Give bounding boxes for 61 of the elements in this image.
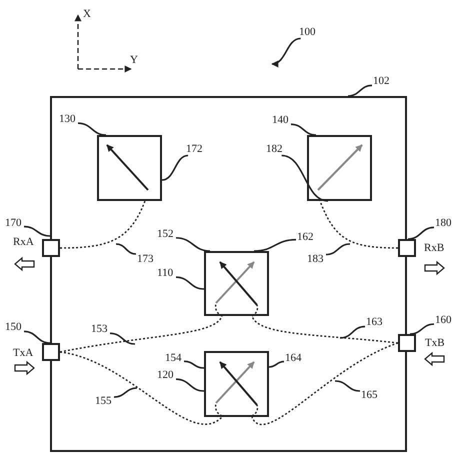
waveguide-line xyxy=(60,316,223,353)
waveguide-line xyxy=(60,351,222,425)
axis-label: Y xyxy=(130,55,138,66)
callout-number: 170 xyxy=(5,218,23,228)
component-box xyxy=(307,135,372,201)
leader-line xyxy=(254,238,296,252)
waveguide-line xyxy=(319,200,398,249)
leader-line xyxy=(410,323,434,335)
callout-number: 120 xyxy=(157,370,175,380)
callout-number: 102 xyxy=(373,76,391,86)
callout-number: 150 xyxy=(5,322,23,332)
port-label: RxA xyxy=(13,237,34,248)
callout-number: 130 xyxy=(59,114,77,124)
callout-number: 180 xyxy=(435,218,453,228)
component-box xyxy=(204,351,269,417)
callout-number: 182 xyxy=(266,144,284,154)
leader-line xyxy=(408,226,434,240)
leader-line xyxy=(268,360,284,368)
callout-number: 140 xyxy=(272,114,290,126)
leader-line xyxy=(176,378,204,392)
waveguide-line xyxy=(60,200,146,249)
leader-line xyxy=(114,387,138,398)
leader-line xyxy=(340,326,366,339)
callout-number: 152 xyxy=(157,228,175,240)
waveguide-line xyxy=(251,342,398,426)
leader-line xyxy=(348,84,372,97)
callout-number: 183 xyxy=(307,254,325,264)
callout-number: 172 xyxy=(186,144,204,154)
callout-number: 162 xyxy=(297,232,315,242)
callout-number: 164 xyxy=(285,352,303,364)
component-box xyxy=(204,251,269,316)
port-label: RxB xyxy=(424,243,444,254)
leader-line xyxy=(271,38,301,67)
leader-line xyxy=(162,154,188,181)
leader-line xyxy=(290,123,316,136)
callout-number: 165 xyxy=(361,390,379,400)
port-label: TxA xyxy=(13,348,34,359)
waveguide-line xyxy=(251,316,398,344)
callout-number: 153 xyxy=(91,324,109,334)
callout-number: 154 xyxy=(165,352,183,364)
callout-number: 100 xyxy=(299,26,317,38)
leader-line xyxy=(184,360,204,369)
leader-line xyxy=(78,122,106,136)
component-box xyxy=(97,135,162,201)
port-label: TxB xyxy=(425,338,445,349)
leader-line xyxy=(110,332,136,345)
leader-line xyxy=(24,226,50,237)
leader-line xyxy=(326,243,350,256)
leader-line xyxy=(334,380,360,392)
callout-number: 155 xyxy=(95,396,113,406)
callout-number: 160 xyxy=(435,314,453,326)
callout-number: 110 xyxy=(157,268,175,278)
callout-number: 163 xyxy=(366,316,384,328)
leader-line xyxy=(116,243,136,255)
axis-label: X xyxy=(83,9,91,20)
device-outline xyxy=(50,96,407,452)
callout-number: 173 xyxy=(137,254,155,264)
leader-line xyxy=(282,154,328,202)
leader-line xyxy=(176,237,210,252)
leader-line xyxy=(24,330,50,344)
leader-line xyxy=(176,276,204,290)
